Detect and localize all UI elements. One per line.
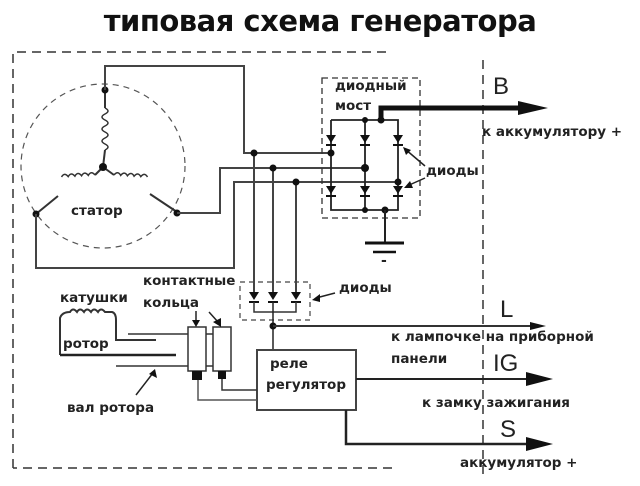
rotor-label: ротор — [63, 336, 109, 352]
generator-housing-boundary — [12, 51, 392, 469]
rotor-shaft-label: вал ротора — [67, 400, 155, 416]
terminal-l-description-line2: панели — [391, 351, 448, 367]
brush-2 — [218, 371, 226, 379]
stator-neutral-node — [99, 163, 107, 171]
slip-rings-label-line2: кольца — [143, 295, 199, 311]
terminal-l-arrow — [530, 322, 546, 330]
brush-1 — [192, 371, 202, 380]
ground-minus-label: - — [381, 253, 387, 269]
stator-wires — [35, 65, 400, 296]
terminal-ig-description: к замку зажигания — [422, 395, 570, 411]
terminal-b-wire — [378, 105, 520, 120]
junction-node — [269, 164, 277, 172]
diagram-title: типовая схема генератора — [103, 4, 537, 38]
slip-ring-1 — [187, 326, 207, 372]
slip-rings-label-line1: контактные — [143, 273, 236, 289]
shaft-pointer — [135, 372, 154, 396]
aux-diodes — [249, 292, 301, 303]
rotor-coil — [59, 308, 156, 341]
bridge-diodes — [326, 135, 403, 197]
junction-node — [292, 178, 300, 186]
junction-node — [250, 149, 258, 157]
terminal-b-label: B — [493, 73, 510, 100]
aux-diodes-label: диоды — [339, 280, 392, 296]
bridge-diodes-label: диоды — [426, 163, 479, 179]
terminal-ig-label: IG — [493, 350, 519, 377]
terminal-s-label: S — [500, 416, 517, 443]
terminal-ig-arrow — [526, 372, 553, 386]
diode-bridge-box — [321, 77, 421, 219]
terminal-l-label: L — [500, 296, 514, 323]
slip-ring-2 — [212, 326, 232, 372]
stator-windings — [35, 78, 178, 215]
regulator-label-line2: регулятор — [266, 377, 346, 393]
diode-bridge-label-line2: мост — [335, 98, 372, 114]
terminal-l-description-line1: к лампочке на приборной — [391, 329, 594, 345]
voltage-regulator-box — [256, 349, 357, 411]
regulator-label-line1: реле — [270, 356, 308, 372]
terminal-b-arrow — [518, 101, 548, 115]
terminal-b-description: к аккумулятору + — [482, 124, 623, 140]
terminal-s-arrow — [526, 437, 553, 451]
rotor-coils-label: катушки — [60, 290, 128, 306]
diode-bridge-label-line1: диодный — [335, 78, 407, 94]
stator-label: статор — [71, 203, 123, 219]
terminal-s-description: аккумулятор + — [460, 455, 578, 471]
terminal-s-wire — [344, 410, 530, 446]
stator-outline — [20, 83, 186, 249]
